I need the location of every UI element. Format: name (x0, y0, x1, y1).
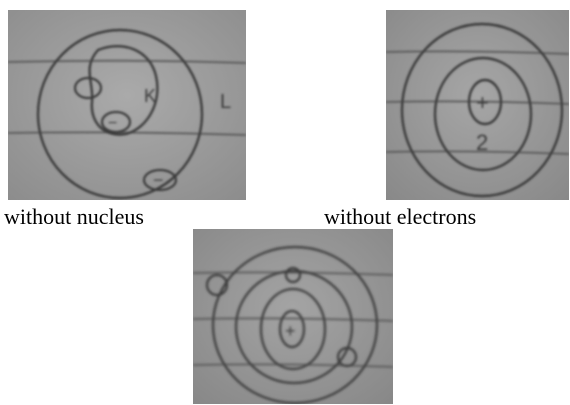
sketch-without-electrons-drawing: + 2 (386, 10, 569, 200)
electron-circle (142, 168, 178, 192)
electron-circle (336, 346, 358, 368)
caption-without-nucleus: without nucleus (4, 204, 144, 229)
caption-without-electrons: without electrons (324, 204, 477, 229)
ruled-line (193, 271, 393, 276)
sketch-without-nucleus: K L − − (8, 10, 246, 200)
nucleus-circle (467, 78, 503, 126)
shell-label-l: L (220, 91, 231, 113)
ruled-line (8, 59, 246, 64)
outer-shell-orbit (400, 22, 564, 198)
ruled-line (386, 150, 569, 155)
middle-shell-orbit (234, 269, 354, 385)
electron-circle (205, 273, 229, 297)
ruled-line (193, 363, 393, 368)
ruled-line (386, 100, 569, 105)
inner-shell-orbit (433, 56, 533, 172)
outer-shell-orbit (211, 245, 379, 404)
nucleus-circle (278, 309, 306, 349)
plus-sign: + (285, 321, 296, 341)
outer-shell-orbit (36, 28, 204, 200)
electron-circle (100, 110, 132, 134)
paper-background (8, 10, 246, 200)
proton-count-label: 2 (476, 130, 488, 155)
paper-background (386, 10, 569, 200)
electron-circle (73, 76, 103, 100)
inner-shell-orbit (259, 287, 327, 371)
shell-label-k: K (144, 86, 156, 106)
minus-sign: − (153, 170, 164, 190)
ruled-line (193, 317, 393, 322)
sketch-without-nucleus-drawing: K L − − (8, 10, 246, 200)
minus-sign: − (108, 115, 117, 132)
sketch-without-electrons: + 2 (386, 10, 569, 200)
inner-shell-orbit (88, 45, 159, 136)
paper-background (193, 229, 393, 404)
ruled-line (386, 50, 569, 55)
electron-circle (284, 266, 302, 284)
sketch-complete-atom: + (193, 229, 393, 404)
plus-sign: + (476, 90, 489, 115)
sketch-complete-atom-drawing: + (193, 229, 393, 404)
